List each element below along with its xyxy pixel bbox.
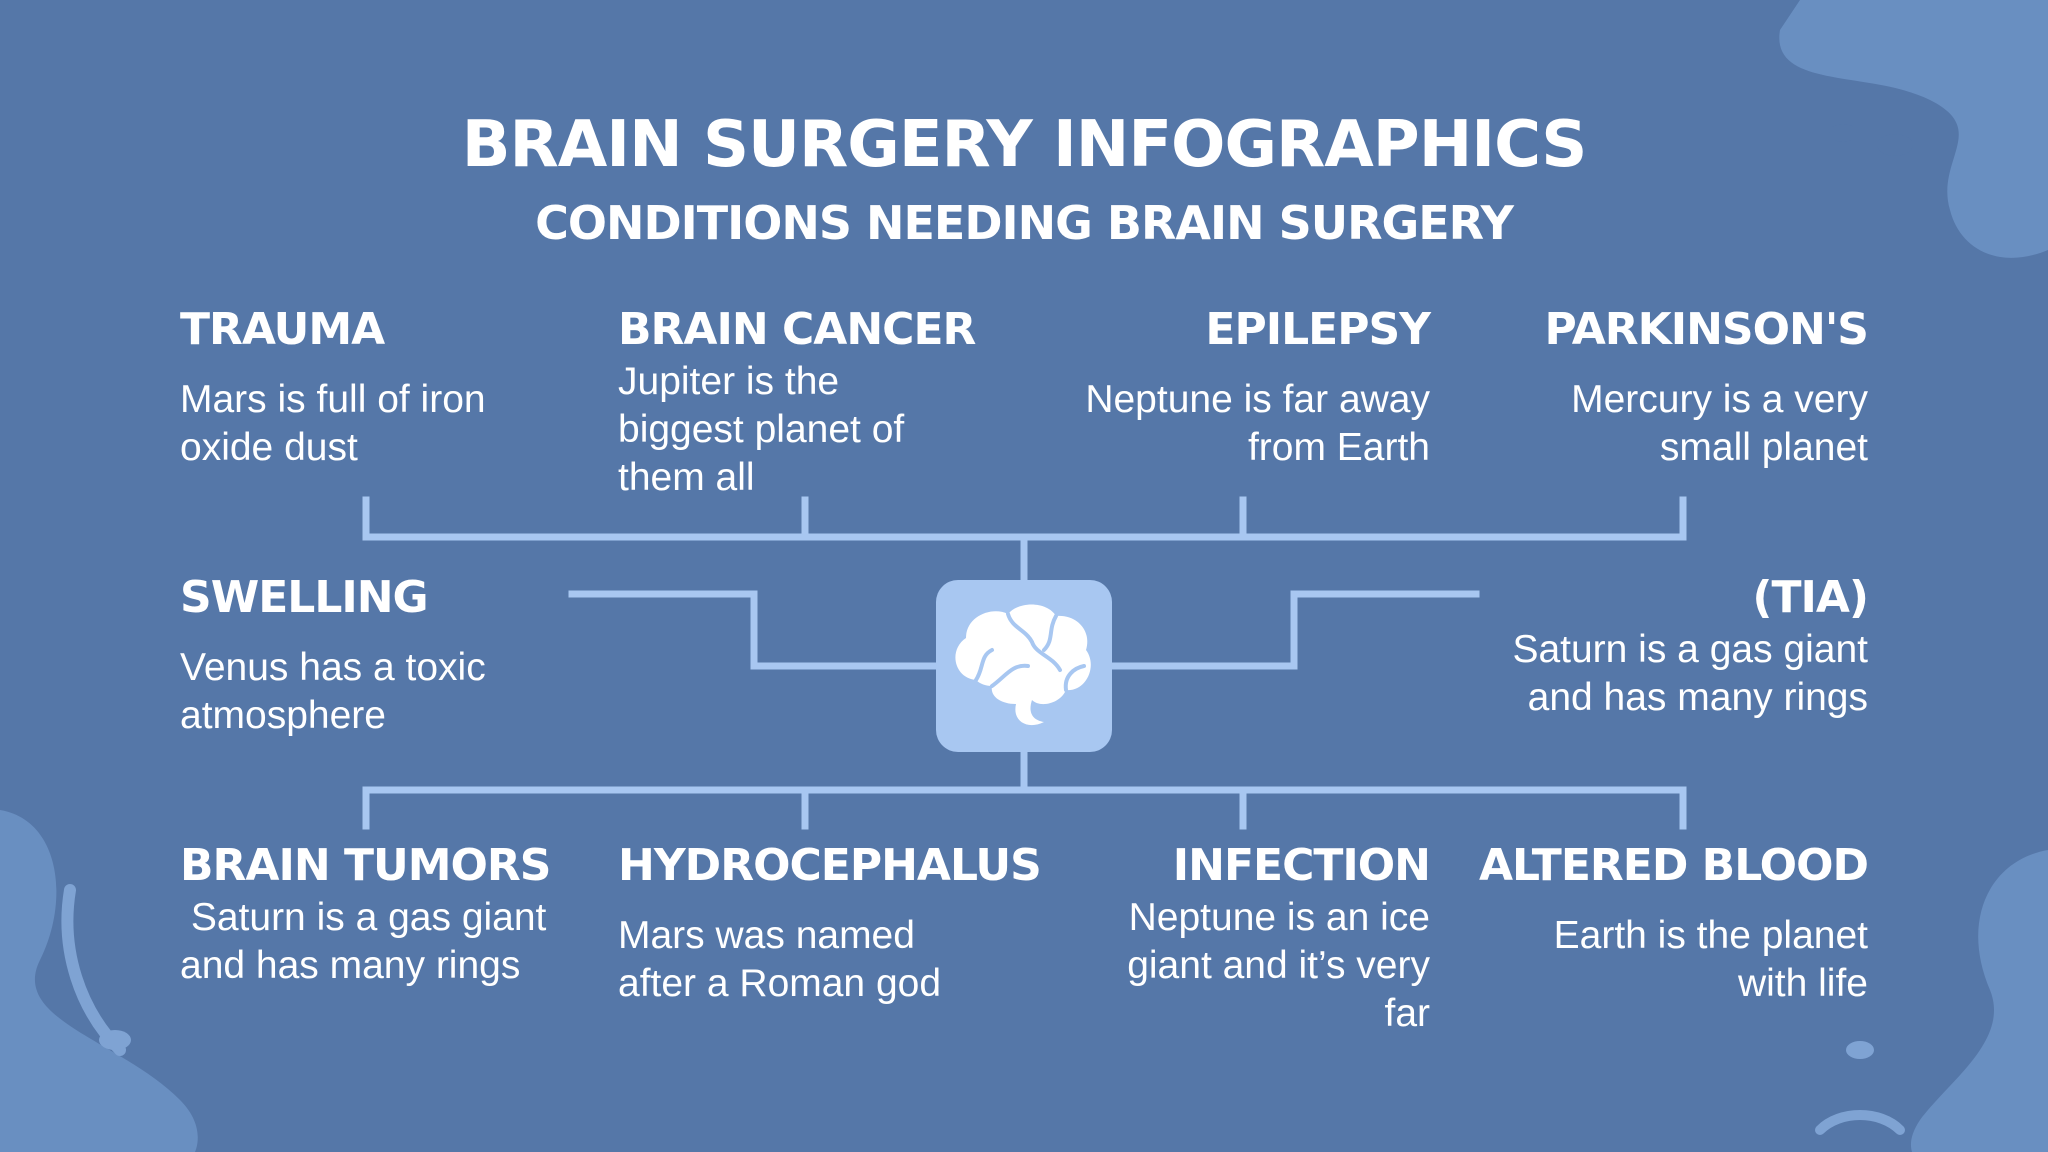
condition-heading: PARKINSON'S xyxy=(1544,304,1869,355)
condition-description: Neptune is an ice giant and it’s very fa… xyxy=(1127,896,1430,1035)
condition-description: Earth is the planet with life xyxy=(1553,914,1868,1005)
condition-heading: ALTERED BLOOD xyxy=(1479,840,1869,891)
condition-parkinsons: PARKINSON'S Mercury is a very small plan… xyxy=(1468,304,1869,472)
condition-altered-blood: ALTERED BLOOD Earth is the planet with l… xyxy=(1468,840,1869,1008)
condition-heading: BRAIN TUMORS xyxy=(180,840,552,891)
brain-icon xyxy=(955,604,1091,726)
condition-heading: TRAUMA xyxy=(180,304,385,355)
condition-description: Jupiter is the biggest planet of them al… xyxy=(618,360,905,499)
condition-heading: EPILEPSY xyxy=(1205,304,1431,355)
page-title: BRAIN SURGERY INFOGRAPHICS xyxy=(461,108,1588,182)
condition-heading: INFECTION xyxy=(1172,840,1431,891)
condition-heading: SWELLING xyxy=(180,572,429,623)
condition-description: Saturn is a gas giant and has many rings xyxy=(180,896,558,987)
condition-trauma: TRAUMA Mars is full of iron oxide dust xyxy=(180,304,580,472)
condition-description: Saturn is a gas giant and has many rings xyxy=(1512,628,1868,719)
condition-infection: INFECTION Neptune is an ice giant and it… xyxy=(1030,840,1431,1038)
condition-description: Mercury is a very small planet xyxy=(1571,378,1868,469)
condition-brain-tumors: BRAIN TUMORS Saturn is a gas giant and h… xyxy=(180,840,580,990)
condition-tia: (TIA) Saturn is a gas giant and has many… xyxy=(1468,572,1869,722)
page-subtitle: CONDITIONS NEEDING BRAIN SURGERY xyxy=(535,196,1514,250)
condition-description: Mars is full of iron oxide dust xyxy=(180,378,486,469)
brain-icon-box xyxy=(936,580,1112,752)
condition-heading: BRAIN CANCER xyxy=(618,304,976,355)
condition-brain-cancer: BRAIN CANCER Jupiter is the biggest plan… xyxy=(618,304,1018,502)
condition-hydrocephalus: HYDROCEPHALUS Mars was named after a Rom… xyxy=(618,840,1042,1008)
condition-heading: (TIA) xyxy=(1752,572,1869,623)
condition-description: Neptune is far away from Earth xyxy=(1085,378,1430,469)
condition-heading: HYDROCEPHALUS xyxy=(618,840,1042,891)
condition-description: Mars was named after a Roman god xyxy=(618,914,942,1005)
condition-description: Venus has a toxic atmosphere xyxy=(180,646,486,737)
condition-epilepsy: EPILEPSY Neptune is far away from Earth xyxy=(1030,304,1431,472)
condition-swelling: SWELLING Venus has a toxic atmosphere xyxy=(180,572,580,740)
